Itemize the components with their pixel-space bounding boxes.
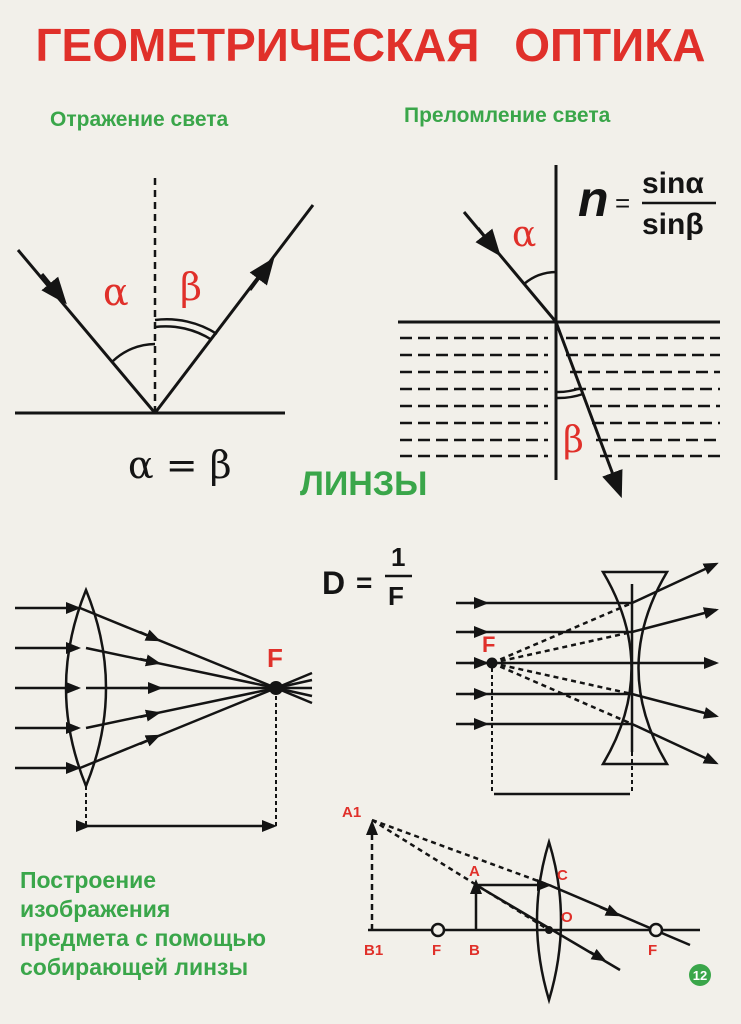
diverging-refracted-rays [631, 562, 719, 765]
right-focus-point [648, 922, 664, 938]
page-title: ГЕОМЕТРИЧЕСКАЯ ОПТИКА [35, 19, 706, 71]
incident-parallel-rays [15, 602, 81, 774]
formula-D: D [322, 565, 345, 601]
construction-labels: A1 A C O B1 F B F [342, 804, 657, 959]
refraction-diagram [398, 165, 720, 499]
left-focus-point [430, 922, 446, 938]
refraction-beta-label: β [563, 420, 584, 461]
label-F-right: F [648, 942, 657, 959]
label-A: A [469, 863, 480, 880]
label-B: B [469, 942, 480, 959]
reflection-alpha-label: α [103, 270, 129, 314]
converging-focus-point [269, 681, 283, 695]
refraction-formula: n = sinα sinβ [578, 167, 716, 241]
converging-lens-diagram [15, 586, 313, 832]
reflection-law: α = β [128, 443, 232, 487]
water-hatching [400, 336, 720, 458]
construction-line-3: предмета с помощью [20, 925, 267, 951]
label-F-left: F [432, 942, 441, 959]
refraction-incident-arrow [475, 227, 501, 257]
page-number: 12 [693, 968, 707, 983]
virtual-ray-extensions [491, 601, 633, 726]
construction-line-2: изображения [20, 896, 171, 922]
formula-denominator: sinβ [642, 208, 704, 241]
angle-beta-arc-2 [154, 318, 218, 336]
virtual-extensions [371, 818, 550, 932]
label-C: C [557, 867, 568, 884]
formula-F: F [388, 581, 404, 611]
refraction-alpha-label: α [512, 214, 536, 255]
formula-n-equals: = [615, 188, 630, 218]
reflection-diagram [15, 178, 315, 415]
diverging-lens-diagram [456, 562, 719, 796]
reflected-ray [153, 204, 315, 414]
optical-center [545, 926, 553, 934]
label-A1: A1 [342, 804, 361, 821]
construction-line-4: собирающей линзы [20, 954, 249, 980]
refraction-beta-arc-1 [555, 386, 582, 394]
diverging-focus-point [486, 657, 498, 669]
diverging-focus-label: F [482, 632, 495, 657]
diverging-incident-rays [456, 597, 632, 730]
refraction-alpha-arc [523, 270, 557, 285]
page-number-badge: 12 [689, 964, 711, 986]
construction-line-1: Построение [20, 867, 157, 893]
optical-power-formula: D = 1 F [322, 542, 412, 611]
label-B1: B1 [364, 942, 383, 959]
refraction-heading: Преломление света [404, 104, 611, 127]
angle-beta-arc-1 [154, 325, 213, 342]
lenses-heading: ЛИНЗЫ [300, 465, 428, 503]
formula-D-equals: = [356, 567, 372, 598]
image-construction-diagram [366, 818, 700, 1005]
refraction-beta-arc-2 [555, 392, 584, 400]
label-O: O [561, 909, 573, 926]
formula-n: n [578, 171, 609, 227]
formula-numerator: sinα [642, 167, 704, 200]
reflection-heading: Отражение света [50, 108, 229, 131]
incident-ray [16, 249, 157, 414]
converging-focus-label: F [267, 643, 283, 673]
formula-one: 1 [391, 542, 405, 572]
reflection-beta-label: β [180, 265, 202, 309]
converging-ray-arrows [139, 629, 163, 747]
refracted-ray [554, 321, 623, 499]
reflected-arrow [248, 257, 275, 291]
angle-alpha-arc [112, 342, 156, 362]
construction-caption: Построение изображения предмета с помощь… [20, 866, 266, 982]
incident-arrow [40, 273, 67, 305]
diverging-lens [600, 570, 670, 766]
construction-lens [535, 837, 563, 1005]
